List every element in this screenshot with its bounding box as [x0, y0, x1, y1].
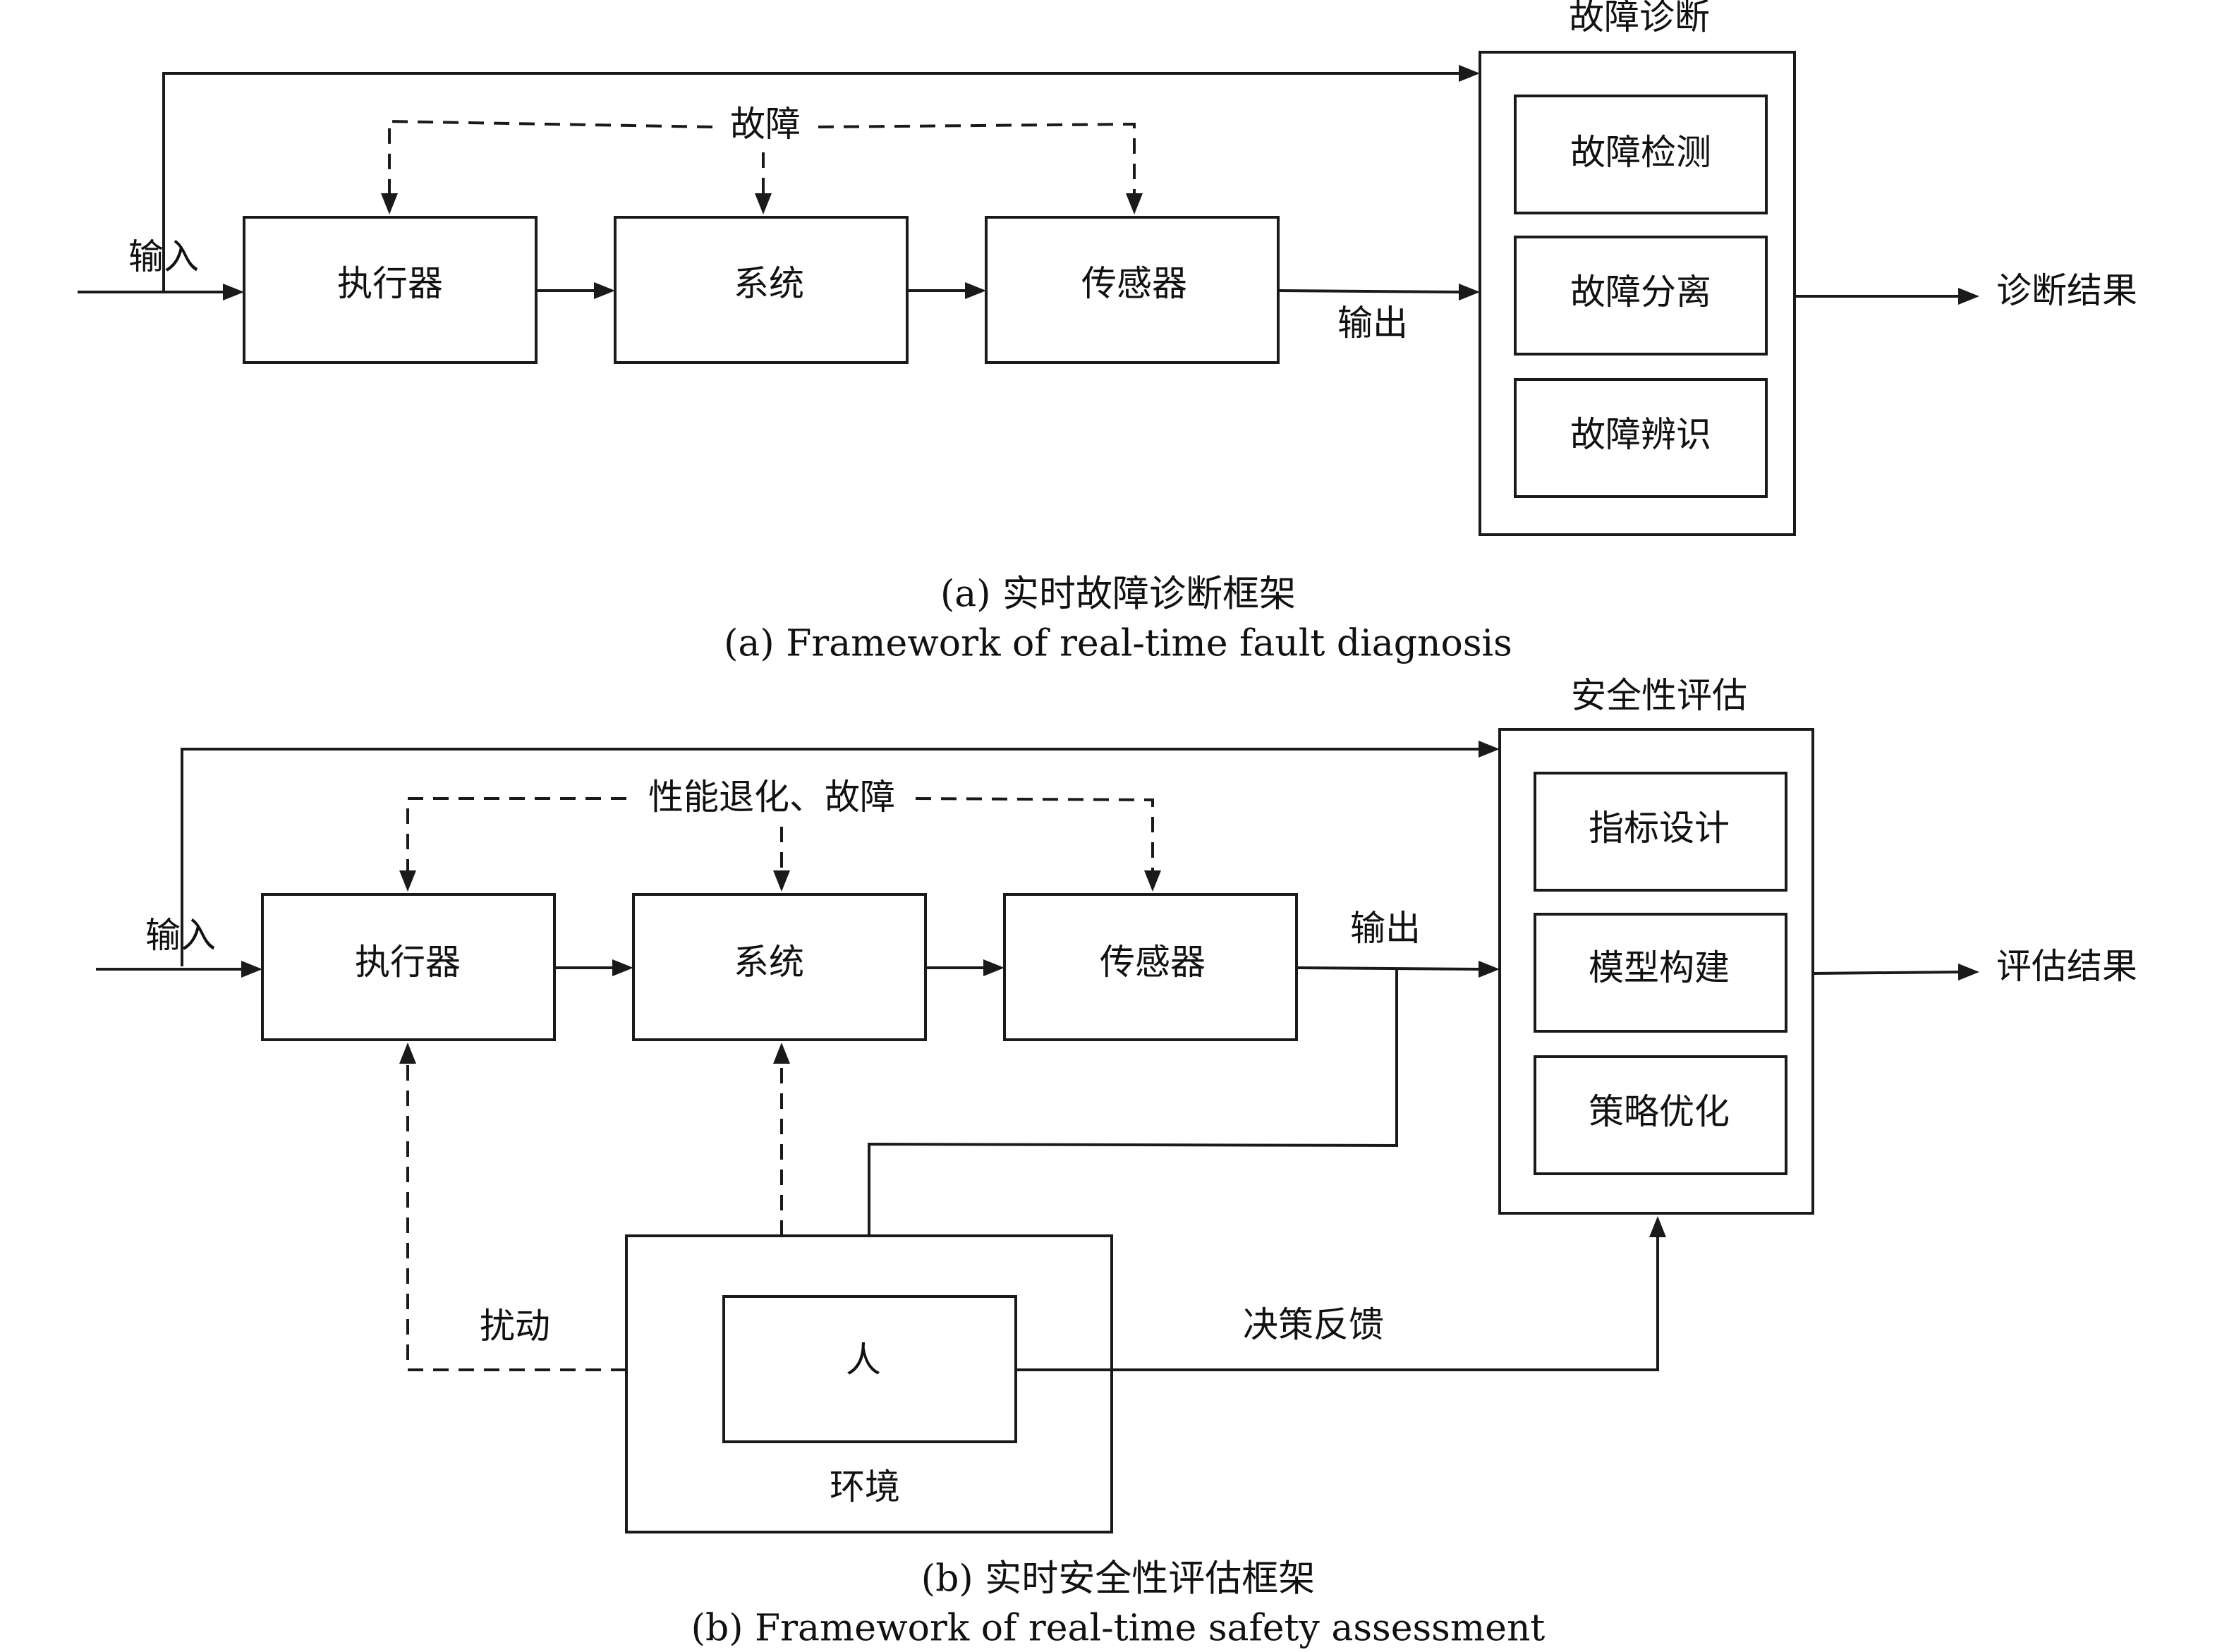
a-diagnosis-item-isolation: 故障分离 — [1570, 272, 1711, 312]
b-assessment-item-strategy: 策略优化 — [1589, 1091, 1730, 1132]
b-fault-line-left — [406, 797, 626, 872]
a-input-label: 输入 — [128, 236, 199, 277]
b-assessment-item-model: 模型构建 — [1589, 947, 1730, 988]
b-caption-en: (b) Framework of real-time safety assess… — [691, 1608, 1546, 1650]
b-assessment-item-strategy-box — [1534, 1055, 1787, 1175]
a-output-label: 输出 — [1337, 303, 1408, 344]
a-output-line — [1277, 289, 1461, 293]
b-result-line — [1812, 971, 1960, 975]
b-disturbance-to-actuator-arrowhead — [399, 1043, 416, 1064]
a-system-to-sensor-arrowhead — [965, 282, 986, 299]
a-fault-arrowhead-system — [755, 193, 772, 214]
b-actuator-to-system-arrowhead — [612, 959, 633, 976]
a-output-arrowhead — [1459, 284, 1480, 300]
b-bypass-arrowhead — [1479, 741, 1500, 758]
b-system-to-sensor-arrowhead — [983, 959, 1004, 976]
b-result-arrowhead — [1958, 964, 1979, 980]
b-output-arrowhead — [1479, 961, 1500, 978]
a-sensor-label: 传感器 — [1081, 263, 1187, 304]
a-diagnosis-title: 故障诊断 — [1569, 0, 1710, 37]
a-sensor-box — [985, 216, 1280, 364]
a-actuator-label: 执行器 — [337, 263, 443, 304]
b-bypass-line — [181, 748, 1480, 966]
b-system-label: 系统 — [734, 942, 804, 983]
b-disturbance-to-actuator-line — [406, 1062, 626, 1371]
b-fault-arrowhead-system — [773, 870, 790, 892]
b-environment-label: 环境 — [830, 1466, 900, 1507]
b-input-arrowhead — [241, 961, 262, 978]
a-caption-en: (a) Framework of real-time fault diagnos… — [724, 623, 1512, 665]
b-input-label: 输入 — [145, 915, 216, 956]
a-system-label: 系统 — [734, 263, 804, 304]
b-assessment-item-index-box — [1534, 772, 1787, 892]
b-feedback-line — [1016, 1236, 1659, 1371]
a-fault-arrowhead-sensor — [1126, 193, 1143, 214]
b-assessment-item-index: 指标设计 — [1589, 808, 1730, 849]
a-diagnosis-item-isolation-box — [1514, 236, 1768, 356]
panel-b: 输入 性能退化、故障 执行器 系统 传感器 输出 安全性评估 指标设计 — [96, 675, 2137, 1650]
b-feedback-arrowhead — [1649, 1216, 1666, 1237]
a-bypass-line — [162, 72, 1460, 291]
b-sensor-label: 传感器 — [1100, 942, 1206, 983]
b-feedback-label: 决策反馈 — [1243, 1304, 1384, 1345]
b-disturbance-to-system-arrowhead — [773, 1043, 790, 1064]
b-sensor-box — [1003, 893, 1298, 1041]
a-result-arrowhead — [1958, 288, 1979, 305]
b-disturbance-label: 扰动 — [480, 1306, 550, 1347]
b-actuator-box — [261, 893, 556, 1041]
b-actuator-label: 执行器 — [355, 942, 461, 983]
a-diagnosis-item-identification-box — [1514, 378, 1768, 498]
a-fault-line-right — [818, 122, 1136, 195]
a-fault-arrowhead-actuator — [381, 193, 398, 214]
b-output-label: 输出 — [1350, 908, 1421, 949]
a-system-box — [614, 216, 909, 364]
b-fault-arrowhead-sensor — [1144, 870, 1161, 892]
a-input-arrowhead — [223, 284, 244, 300]
a-fault-label: 故障 — [730, 104, 801, 145]
b-fault-label: 性能退化、故障 — [648, 777, 895, 818]
b-human-box — [722, 1295, 1017, 1443]
b-human-label: 人 — [846, 1340, 881, 1380]
a-diagnosis-item-detection: 故障检测 — [1570, 132, 1711, 173]
b-caption-zh: (b) 实时安全性评估框架 — [921, 1558, 1315, 1601]
b-output-line — [1296, 966, 1481, 971]
a-result-label: 诊断结果 — [1996, 270, 2137, 311]
a-fault-line-left — [388, 119, 713, 195]
b-result-label: 评估结果 — [1996, 946, 2137, 987]
b-fault-arrowhead-actuator — [399, 870, 416, 892]
a-diagnosis-item-identification: 故障辨识 — [1570, 414, 1711, 455]
a-bypass-arrowhead — [1459, 65, 1480, 82]
a-diagnosis-item-detection-box — [1514, 95, 1768, 214]
b-fault-line-right — [915, 797, 1154, 872]
panel-a: 输入 故障 执行器 系统 传感器 输出 故障诊断 故障检测 故障分离 故障辨识 — [78, 0, 2137, 665]
b-assessment-item-model-box — [1534, 913, 1787, 1033]
a-actuator-box — [243, 216, 538, 364]
b-output-to-human-line — [868, 968, 1398, 1275]
a-actuator-to-system-arrowhead — [594, 282, 615, 299]
b-assessment-title: 安全性评估 — [1571, 675, 1747, 716]
a-caption-zh: (a) 实时故障诊断框架 — [940, 573, 1296, 616]
